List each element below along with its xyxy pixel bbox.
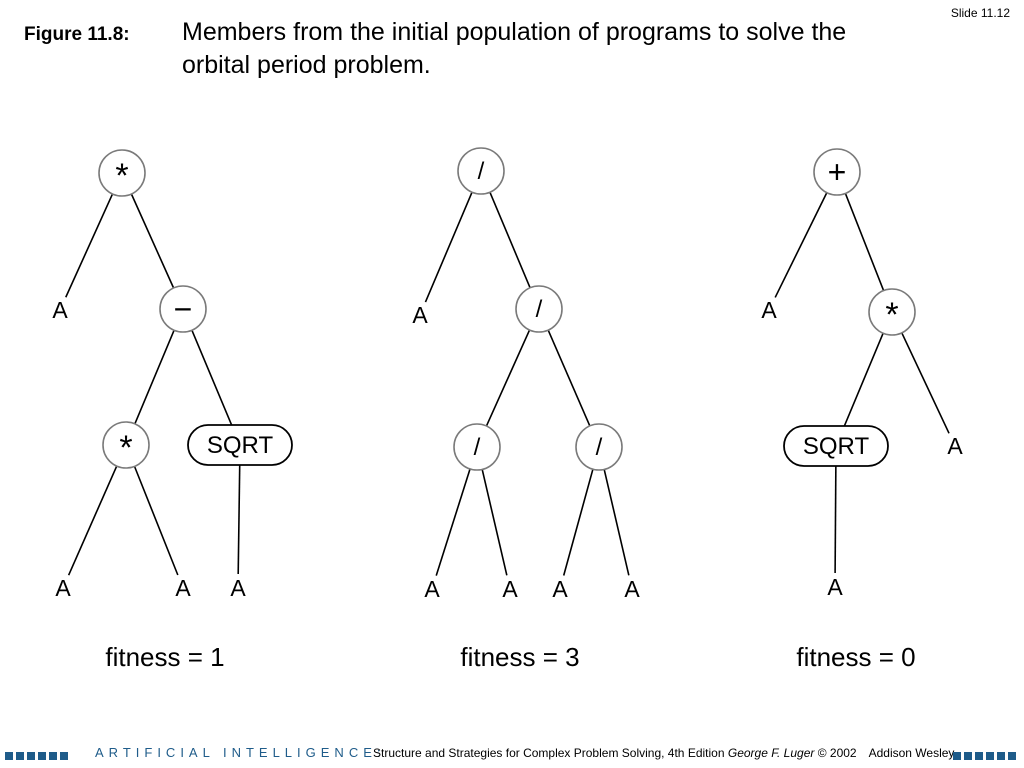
function-node: SQRT [187,424,293,466]
tree-edge [774,192,828,298]
tree-edge [481,469,508,576]
figure-label: Figure 11.8: [24,24,130,45]
terminal-node: A [230,575,246,601]
footer-squares-left [5,749,71,763]
node-label: A [52,297,68,323]
operator-node: / [575,423,623,471]
terminal-node: A [502,576,518,602]
node-label: A [947,433,963,459]
node-circle [453,423,501,471]
tree-edge [603,469,630,576]
terminal-node: A [947,433,963,459]
node-rounded-box [783,425,889,467]
terminal-node: A [412,302,428,328]
fitness-label: fitness = 1 [105,642,224,672]
node-label: A [502,576,518,602]
tree-edge [134,329,175,425]
tree-edge [562,468,594,576]
node-label: − [174,291,193,327]
tree-edge [844,193,885,291]
node-circle [102,421,150,469]
footer-book-info: Structure and Strategies for Complex Pro… [373,746,954,760]
operator-node: * [102,421,150,469]
node-label: A [230,575,246,601]
terminal-node: A [761,297,777,323]
node-circle [98,149,146,197]
tree-edge [424,191,473,303]
node-label: / [596,434,603,461]
tree-edge [130,193,175,289]
node-label: A [761,297,777,323]
node-label: SQRT [207,432,274,459]
slide-number: Slide 11.12 [950,6,1010,20]
terminal-node: A [175,575,191,601]
footer-publisher: Addison Wesley [868,746,955,760]
footer-book-title: Structure and Strategies for Complex Pro… [373,746,725,760]
node-circle [868,288,916,336]
node-label: A [424,576,440,602]
operator-node: + [813,148,861,196]
node-label: A [412,302,428,328]
tree-edge [842,332,884,428]
node-label: * [119,429,132,467]
node-circle [813,148,861,196]
footer-author: George F. Luger [727,746,815,760]
operator-node: / [457,147,505,195]
node-label: * [115,157,128,195]
node-label: / [474,434,481,461]
operator-node: − [159,285,207,333]
terminal-node: A [424,576,440,602]
fitness-label: fitness = 0 [796,642,915,672]
figure-caption-text: Members from the initial population of p… [182,18,847,79]
node-label: + [828,154,847,190]
tree-edge [133,466,179,576]
node-label: / [536,296,543,323]
fitness-label: fitness = 3 [460,642,579,672]
tree-edge [435,468,471,576]
operator-node: * [98,149,146,197]
node-label: A [55,575,71,601]
terminal-node: A [55,575,71,601]
node-circle [457,147,505,195]
operator-node: * [868,288,916,336]
tree-edge [191,329,234,427]
terminal-node: A [827,574,843,600]
footer: ARTIFICIAL INTELLIGENCE: Structure and S… [0,745,1024,765]
node-circle [159,285,207,333]
operator-node: / [453,423,501,471]
footer-copyright: © 2002 [817,746,857,760]
footer-squares-right [953,749,1019,763]
node-label: SQRT [803,433,870,460]
tree-edge [547,329,591,427]
node-label: A [175,575,191,601]
node-label: A [552,576,568,602]
terminal-node: A [52,297,68,323]
function-node: SQRT [783,425,889,467]
tree-edge [901,332,950,434]
tree-edge [489,191,531,289]
terminal-node: A [552,576,568,602]
node-label: A [827,574,843,600]
tree-edge [485,329,531,427]
operator-node: / [515,285,563,333]
terminal-node: A [624,576,640,602]
tree-edge [67,465,118,576]
node-circle [575,423,623,471]
footer-ai-title: ARTIFICIAL INTELLIGENCE: [95,745,386,760]
node-rounded-box [187,424,293,466]
tree-edge [237,464,241,575]
tree-edge [834,465,837,574]
node-label: / [478,158,485,185]
node-label: A [624,576,640,602]
node-label: * [885,296,898,334]
node-circle [515,285,563,333]
tree-edge [65,193,114,298]
